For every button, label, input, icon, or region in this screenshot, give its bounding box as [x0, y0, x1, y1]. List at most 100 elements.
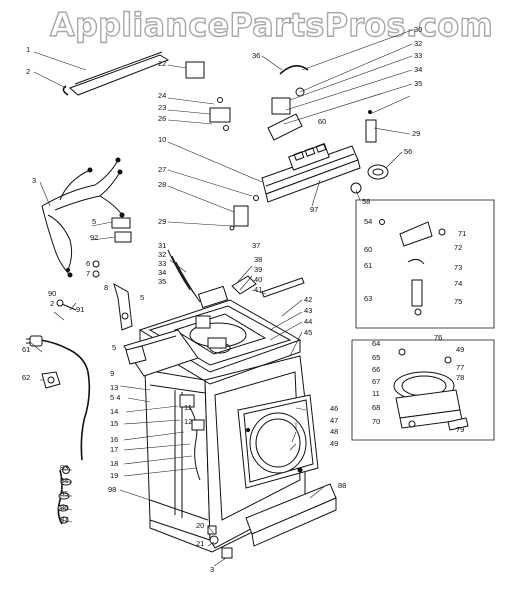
console-trim-strip [62, 51, 170, 96]
callout-15: 15 [110, 419, 118, 428]
callout-64: 64 [372, 339, 380, 348]
callout-78: 78 [456, 373, 464, 382]
callout-66: 66 [372, 365, 380, 374]
ground-screw [56, 299, 77, 311]
callout-49: 49 [330, 439, 338, 448]
part-41-bar [261, 277, 305, 298]
callout-42: 42 [304, 295, 312, 304]
callout-35: 35 [414, 79, 422, 88]
callout-31: 31 [158, 241, 166, 250]
callout-60: 60 [318, 117, 326, 126]
callout-16: 16 [110, 435, 118, 444]
callout-33: 33 [414, 51, 422, 60]
callout-88: 88 [338, 481, 346, 490]
callout-48: 48 [330, 427, 338, 436]
callout-41: 41 [254, 285, 262, 294]
watermark-text: AppliancePartsPros.com [49, 5, 493, 44]
callout-43: 43 [304, 306, 312, 315]
callout-9: 9 [110, 369, 114, 378]
callout-91: 91 [76, 305, 84, 314]
timer-switch-assembly [267, 65, 309, 141]
callout-58: 58 [362, 197, 370, 206]
control-knob [350, 164, 389, 194]
bracket-8 [113, 282, 133, 331]
callout-87: 87 [60, 515, 68, 524]
callout-2: 2 [26, 67, 30, 76]
callout-37: 37 [252, 241, 260, 250]
callout-68: 68 [372, 403, 380, 412]
callout-47: 47 [330, 416, 338, 425]
control-panel [261, 143, 361, 203]
strain-relief [41, 371, 61, 389]
callout-61: 61 [22, 345, 30, 354]
callout-labels: 1 2 3 5 92 6 7 8 90 2 91 61 62 5 9 5 13 … [22, 25, 466, 574]
callout-38: 38 [254, 255, 262, 264]
callout-92: 92 [90, 233, 98, 242]
bottom-access-panel [245, 483, 337, 547]
callout-54: 5 4 [110, 393, 120, 402]
callout-34b: 34 [158, 268, 166, 277]
callout-90: 90 [48, 289, 56, 298]
callout-84: 84 [60, 476, 68, 485]
callout-85: 85 [60, 489, 68, 498]
callout-60b: 60 [364, 245, 372, 254]
callout-5b: 5 [112, 343, 116, 352]
front-panel-door [237, 394, 319, 489]
wire-harness [41, 157, 125, 278]
callout-22: 22 [158, 59, 166, 68]
callout-18: 18 [110, 459, 118, 468]
callout-98: 98 [108, 485, 116, 494]
callout-45: 45 [304, 328, 312, 337]
callout-21: 21 [196, 539, 204, 548]
right-clip [365, 110, 377, 143]
callout-5c: 5 [140, 293, 144, 302]
callout-54b: 54 [364, 217, 372, 226]
callout-49b: 49 [456, 345, 464, 354]
callout-3b: 3 [210, 565, 214, 574]
screws-6-7 [92, 260, 100, 278]
small-switch-parts [185, 61, 231, 131]
callout-63: 63 [364, 294, 372, 303]
callout-28: 28 [158, 180, 166, 189]
callout-75: 75 [454, 297, 462, 306]
callout-61b: 61 [364, 261, 372, 270]
callout-35b: 35 [158, 277, 166, 286]
motor-bracket [229, 195, 259, 231]
callout-46: 46 [330, 404, 338, 413]
callout-40: 40 [254, 275, 262, 284]
callout-1: 1 [26, 45, 30, 54]
callout-36: 36 [252, 51, 260, 60]
callout-76: 76 [434, 333, 442, 342]
callout-32b: 32 [158, 250, 166, 259]
callout-11b: 11 [372, 389, 380, 398]
callout-5: 5 [92, 217, 96, 226]
callout-70: 70 [372, 417, 380, 426]
callout-8: 8 [104, 283, 108, 292]
callout-65: 65 [372, 353, 380, 362]
callout-72: 72 [454, 243, 462, 252]
callout-24: 24 [158, 91, 166, 100]
callout-6: 6 [86, 259, 90, 268]
callout-13: 13 [110, 383, 118, 392]
callout-27: 27 [158, 165, 166, 174]
callout-10: 10 [158, 135, 166, 144]
power-cord [26, 335, 91, 461]
callout-30: 30 [414, 25, 422, 34]
callout-11: 11 [184, 403, 192, 412]
callout-79: 79 [456, 425, 464, 434]
callout-71: 71 [458, 229, 466, 238]
callout-26: 26 [158, 114, 166, 123]
harness-clips [91, 217, 132, 243]
callout-62: 62 [22, 373, 30, 382]
callout-2b: 2 [50, 299, 54, 308]
callout-20: 20 [196, 521, 204, 530]
callout-34: 34 [414, 65, 422, 74]
callout-3: 3 [32, 176, 36, 185]
inset-valve-box [355, 199, 495, 329]
callout-17: 17 [110, 445, 118, 454]
callout-39: 39 [254, 265, 262, 274]
callout-73: 73 [454, 263, 462, 272]
callout-12: 12 [184, 417, 192, 426]
